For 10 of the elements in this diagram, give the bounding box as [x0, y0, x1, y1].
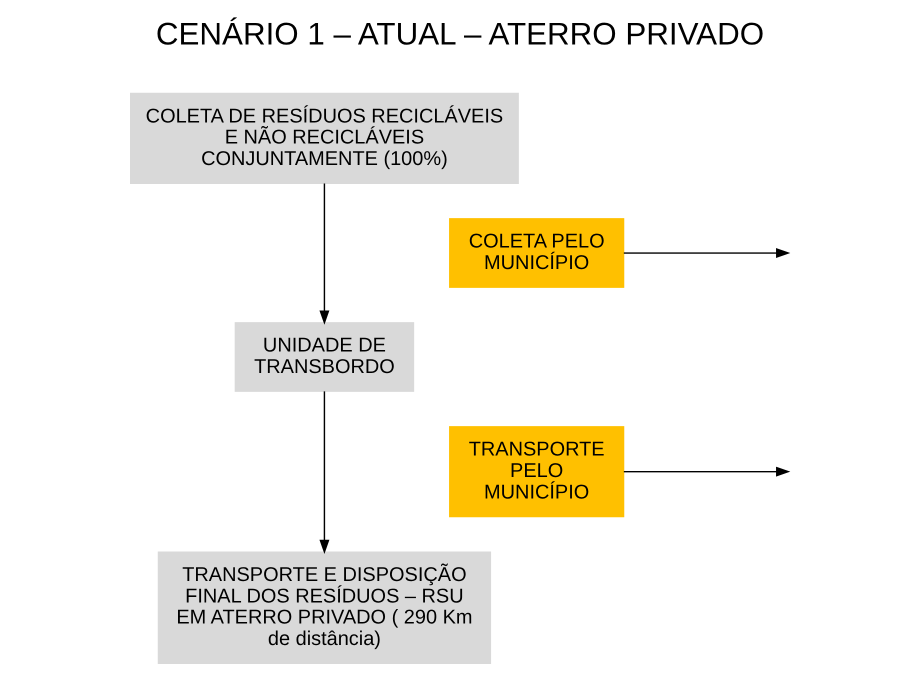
node-box: TRANSPORTE PELO MUNICÍPIO	[449, 426, 624, 518]
diagram-title: CENÁRIO 1 – ATUAL – ATERRO PRIVADO	[156, 16, 764, 52]
node-box: TRANSPORTE E DISPOSIÇÃO FINAL DOS RESÍDUOS – RSU EM ATERRO PRIVADO ( 290 Km de distância)	[158, 551, 492, 664]
arrow	[319, 183, 330, 325]
arrow	[319, 391, 330, 554]
arrow	[624, 466, 790, 477]
node-box: UNIDADE DE TRANSBORDO	[234, 322, 414, 392]
arrow	[624, 248, 790, 258]
node-box: COLETA DE RESÍDUOS RECICLÁVEIS E NÃO RECICLÁVEIS CONJUNTAMENTE (100%)	[130, 92, 519, 184]
node-box: COLETA PELO MUNICÍPIO	[449, 218, 624, 288]
